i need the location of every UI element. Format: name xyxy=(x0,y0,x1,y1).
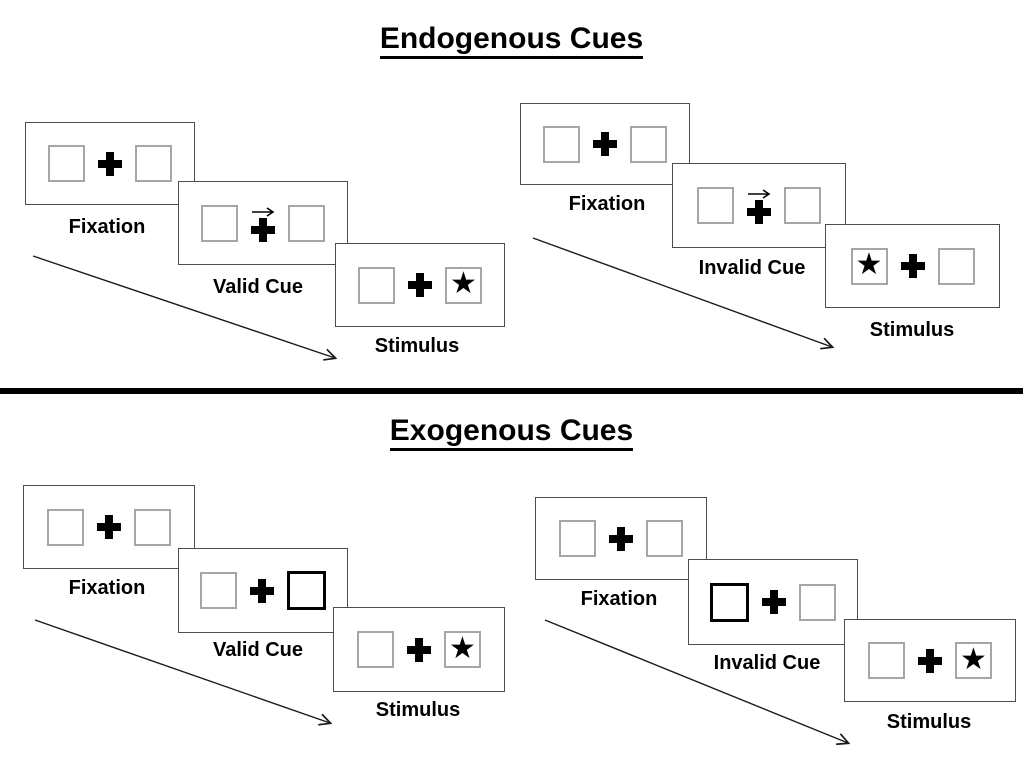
left-box-highlight-cue xyxy=(710,582,749,622)
right-box xyxy=(288,204,325,242)
fixation-cross-icon xyxy=(408,273,432,297)
fixation-cross-icon xyxy=(250,578,274,603)
right-box xyxy=(646,520,683,557)
fixation-cross-icon xyxy=(97,515,121,539)
panel-exogenous-valid-fixation xyxy=(23,485,195,569)
right-box: ★ xyxy=(445,266,482,304)
step-label-stimulus: Stimulus xyxy=(374,335,460,357)
section-title-text: Endogenous Cues xyxy=(379,22,644,59)
central-cue-group xyxy=(251,205,275,242)
step-label-stimulus: Stimulus xyxy=(886,711,972,733)
left-box xyxy=(200,572,237,609)
step-label-fixation: Fixation xyxy=(68,216,146,238)
timeline-arrow-icon xyxy=(32,255,345,366)
left-box xyxy=(868,642,905,679)
right-box: ★ xyxy=(955,642,992,679)
fixation-cross-icon xyxy=(762,590,786,614)
star-icon: ★ xyxy=(450,266,477,301)
right-box xyxy=(784,187,821,224)
step-label-invalid-cue: Invalid Cue xyxy=(713,652,821,674)
step-label-fixation: Fixation xyxy=(568,193,646,215)
right-box xyxy=(134,508,171,546)
panel-endogenous-valid-stimulus: ★ xyxy=(335,243,505,327)
panel-endogenous-valid-cue xyxy=(178,181,348,265)
right-box xyxy=(937,247,975,285)
panel-exogenous-invalid-cue xyxy=(688,559,858,645)
step-label-fixation: Fixation xyxy=(580,588,658,610)
fixation-cross-icon xyxy=(918,648,942,673)
left-box xyxy=(357,631,394,668)
timeline-arrow-icon xyxy=(532,237,840,352)
section-divider xyxy=(0,388,1023,394)
panel-endogenous-invalid-fixation xyxy=(520,103,690,185)
right-box-highlight-cue xyxy=(287,571,326,610)
step-label-stimulus: Stimulus xyxy=(375,699,461,721)
timeline-arrow-icon xyxy=(34,619,339,730)
fixation-cross-icon xyxy=(747,200,771,224)
panel-exogenous-valid-cue xyxy=(178,548,348,633)
left-box xyxy=(358,266,395,304)
left-box xyxy=(201,204,238,242)
timeline-arrow-icon xyxy=(544,619,855,749)
left-box: ★ xyxy=(850,247,888,285)
star-icon: ★ xyxy=(855,247,883,282)
panel-endogenous-valid-fixation xyxy=(25,122,195,205)
right-box xyxy=(799,583,836,621)
step-label-valid-cue: Valid Cue xyxy=(212,639,304,661)
central-cue-group xyxy=(747,187,771,224)
panel-endogenous-invalid-stimulus: ★ xyxy=(825,224,1000,308)
section-title-endogenous: Endogenous Cues xyxy=(0,22,1023,59)
fixation-cross-icon xyxy=(98,151,122,176)
panel-exogenous-invalid-stimulus: ★ xyxy=(844,619,1016,702)
step-label-valid-cue: Valid Cue xyxy=(212,276,304,298)
left-box xyxy=(697,187,734,224)
panel-endogenous-invalid-cue xyxy=(672,163,846,248)
right-box: ★ xyxy=(444,631,481,668)
step-label-invalid-cue: Invalid Cue xyxy=(698,257,806,279)
star-icon: ★ xyxy=(960,641,987,677)
fixation-cross-icon xyxy=(407,637,431,662)
step-label-stimulus: Stimulus xyxy=(869,319,955,341)
fixation-cross-icon xyxy=(609,526,633,551)
right-box xyxy=(135,145,172,182)
step-label-fixation: Fixation xyxy=(68,577,146,599)
left-box xyxy=(47,508,84,546)
section-title-text: Exogenous Cues xyxy=(389,414,634,451)
fixation-cross-icon xyxy=(900,254,925,278)
left-box xyxy=(48,145,85,182)
panel-exogenous-valid-stimulus: ★ xyxy=(333,607,505,692)
star-icon: ★ xyxy=(449,630,476,666)
panel-exogenous-invalid-fixation xyxy=(535,497,707,580)
cue-arrow-right-icon xyxy=(252,206,275,217)
right-box xyxy=(630,125,667,163)
section-title-exogenous: Exogenous Cues xyxy=(0,414,1023,451)
left-box xyxy=(559,520,596,557)
fixation-cross-icon xyxy=(593,132,617,156)
cue-arrow-right-icon xyxy=(748,189,771,199)
fixation-cross-icon xyxy=(251,217,275,242)
left-box xyxy=(543,125,580,163)
